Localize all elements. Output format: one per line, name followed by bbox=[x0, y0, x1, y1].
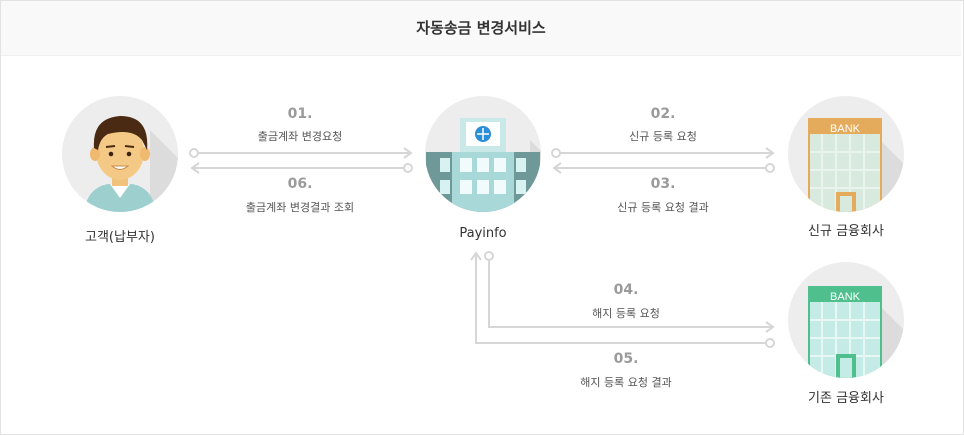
arrow-02-start bbox=[551, 148, 561, 158]
step-03-label: 신규 등록 요청 결과 bbox=[617, 201, 709, 214]
old-bank-sign: BANK bbox=[830, 291, 861, 303]
old-bank-label: 기존 금융회사 bbox=[808, 391, 884, 406]
arrow-01-start bbox=[189, 148, 199, 158]
arrow-04-start bbox=[484, 251, 494, 261]
step-06-label: 출금계좌 변경결과 조회 bbox=[245, 201, 355, 214]
customer-icon bbox=[62, 96, 178, 212]
step-01-label: 출금계좌 변경요청 bbox=[257, 130, 343, 143]
step-02-label: 신규 등록 요청 bbox=[629, 130, 697, 143]
customer-label: 고객(납부자) bbox=[85, 230, 155, 245]
step-01-number: 01. bbox=[287, 106, 313, 122]
payinfo-label: Payinfo bbox=[459, 226, 507, 241]
arrow-04-head bbox=[765, 321, 775, 333]
page-title: 자동송금 변경서비스 bbox=[416, 19, 546, 37]
old-bank-building-icon bbox=[788, 262, 904, 378]
arrow-05-line bbox=[475, 254, 766, 344]
step-04-label: 해지 등록 요청 bbox=[592, 307, 660, 320]
arrow-03-start bbox=[765, 163, 775, 173]
header-bar: 자동송금 변경서비스 bbox=[1, 1, 961, 56]
step-06-number: 06. bbox=[287, 176, 313, 192]
arrow-06-head bbox=[190, 162, 200, 174]
step-02-number: 02. bbox=[650, 106, 676, 122]
step-04-number: 04. bbox=[613, 282, 639, 298]
payinfo-building-icon bbox=[425, 96, 541, 212]
arrow-04-line bbox=[488, 260, 772, 328]
arrow-06-start bbox=[403, 163, 413, 173]
arrow-05-start bbox=[765, 338, 775, 348]
arrow-05-head bbox=[470, 251, 482, 261]
arrow-01-head bbox=[403, 147, 413, 159]
new-bank-label: 신규 금융회사 bbox=[808, 224, 884, 239]
connector-lines bbox=[189, 147, 775, 348]
step-05-label: 해지 등록 요청 결과 bbox=[580, 376, 672, 389]
new-bank-building-icon bbox=[788, 96, 904, 212]
arrow-02-head bbox=[765, 147, 775, 159]
step-05-number: 05. bbox=[613, 351, 639, 367]
new-bank-sign: BANK bbox=[830, 123, 861, 135]
arrow-03-head bbox=[552, 162, 562, 174]
step-03-number: 03. bbox=[650, 176, 676, 192]
